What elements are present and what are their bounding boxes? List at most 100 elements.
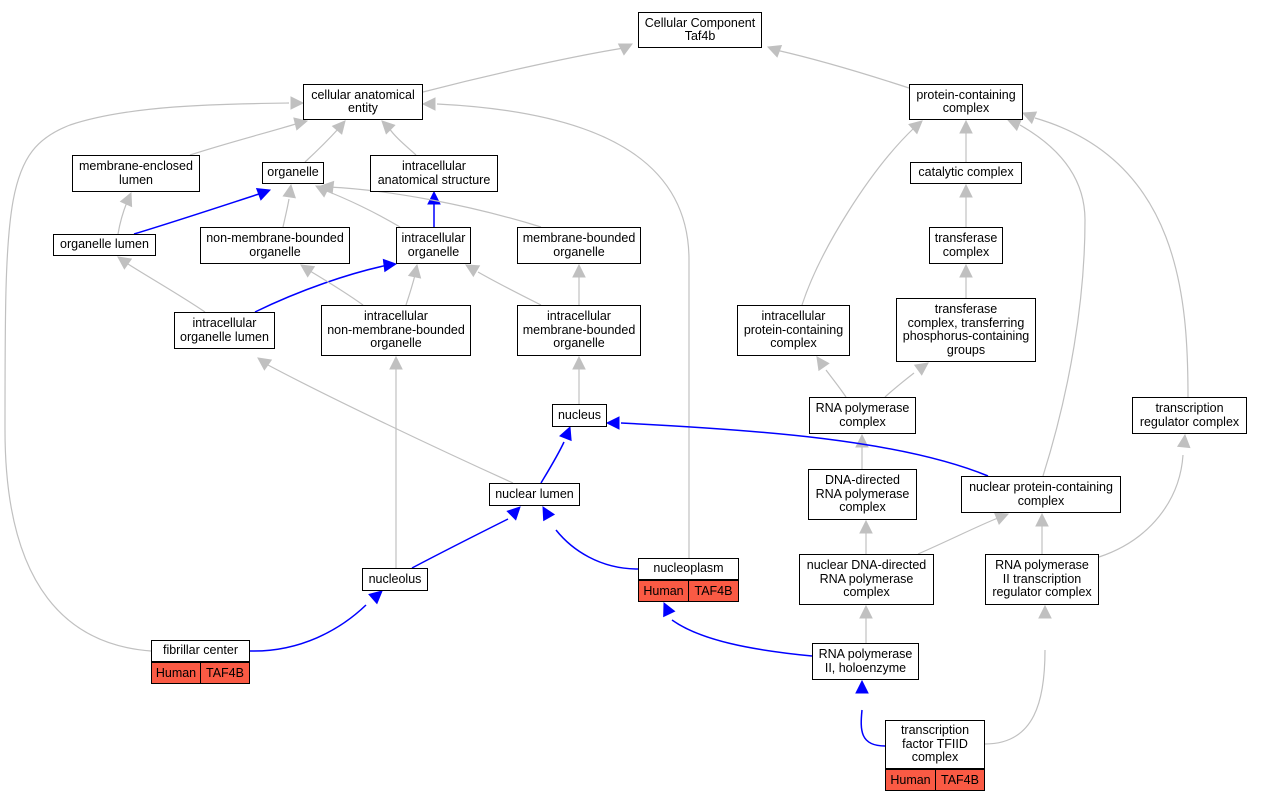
edge-ias-to-cae	[381, 120, 417, 156]
edge-orgl-to-org	[133, 188, 272, 235]
gene-badge[interactable]: TAF4B	[689, 580, 739, 602]
edge-nucleolus-to-nl	[411, 506, 521, 569]
node-intracellular-organelle-lumen[interactable]: intracellular organelle lumen	[174, 312, 275, 349]
node-nucleoplasm[interactable]: nucleoplasm	[638, 558, 739, 580]
arrowhead	[766, 45, 783, 58]
node-cellular-anatomical-entity[interactable]: cellular anatomical entity	[303, 84, 423, 120]
node-rna-polymerase-ii-holoenzyme[interactable]: RNA polymerase II, holoenzyme	[812, 643, 919, 680]
arrowhead	[331, 120, 346, 135]
edge-imbo-to-io	[465, 264, 542, 306]
node-catalytic-complex[interactable]: catalytic complex	[910, 162, 1022, 184]
nucleoplasm-annotation-row: Human TAF4B	[638, 580, 739, 602]
edge-inmbo-to-io	[405, 263, 422, 306]
gene-badge[interactable]: TAF4B	[201, 662, 250, 684]
arrowhead	[282, 183, 296, 199]
node-nucleolus[interactable]: nucleolus	[362, 568, 428, 591]
edge-rp2trc-to-npcc	[1035, 512, 1049, 554]
edge-npl-to-nl	[542, 506, 639, 570]
arrowhead	[959, 183, 973, 198]
arrowhead	[382, 258, 398, 273]
arrowhead	[572, 355, 586, 370]
node-transferase-complex-transferring-phosphorus-containing-groups[interactable]: transferase complex, transferring phosph…	[896, 298, 1036, 362]
arrowhead	[319, 180, 335, 195]
arrowhead	[605, 416, 620, 430]
node-cellular-component-root[interactable]: Cellular Component Taf4b	[638, 12, 762, 48]
node-nucleus[interactable]: nucleus	[552, 404, 607, 427]
arrowhead	[1021, 111, 1038, 125]
arrowhead	[407, 263, 422, 279]
arrowhead	[293, 117, 309, 131]
edge-mbo-to-org	[319, 180, 542, 228]
node-membrane-enclosed-lumen[interactable]: membrane-enclosed lumen	[72, 155, 200, 192]
arrowhead	[559, 425, 572, 442]
species-badge[interactable]: Human	[638, 580, 689, 602]
arrowhead	[993, 512, 1010, 525]
arrowhead	[855, 679, 869, 694]
edge-npl-to-cae	[421, 97, 690, 558]
node-transferase-complex[interactable]: transferase complex	[929, 227, 1003, 264]
species-badge[interactable]: Human	[885, 769, 936, 791]
fibrillar-center-annotation-row: Human TAF4B	[151, 662, 250, 684]
node-nuclear-lumen[interactable]: nuclear lumen	[489, 483, 580, 506]
edge-nddrp-to-ddrp	[859, 519, 873, 554]
edge-pcc-to-root	[766, 45, 910, 89]
arrowhead	[255, 188, 272, 201]
edge-fc-to-cae	[4, 96, 305, 652]
node-intracellular-anatomical-structure[interactable]: intracellular anatomical structure	[370, 155, 498, 192]
arrowhead	[959, 263, 973, 278]
node-membrane-bounded-organelle[interactable]: membrane-bounded organelle	[517, 227, 641, 264]
node-rna-polymerase-complex[interactable]: RNA polymerase complex	[809, 397, 916, 434]
arrowhead	[421, 97, 436, 111]
arrowhead	[257, 357, 273, 371]
edge-nddrp-to-npcc	[917, 512, 1010, 555]
node-transcription-regulator-complex[interactable]: transcription regulator complex	[1132, 397, 1247, 434]
species-badge[interactable]: Human	[151, 662, 201, 684]
edge-holo-to-npl	[663, 601, 813, 657]
edge-rnap-to-tcp	[884, 362, 929, 398]
arrowhead	[427, 190, 441, 205]
edge-cae-to-root	[422, 43, 634, 93]
arrowhead	[859, 519, 873, 534]
node-nuclear-dna-directed-rna-polymerase-complex[interactable]: nuclear DNA-directed RNA polymerase comp…	[799, 554, 934, 605]
arrowhead	[1006, 118, 1023, 132]
edge-nl-to-iol	[257, 357, 514, 484]
arrowhead	[117, 256, 133, 270]
edge-tfiid-to-holo	[855, 679, 886, 747]
node-protein-containing-complex[interactable]: protein-containing complex	[909, 84, 1023, 120]
node-intracellular-membrane-bounded-organelle[interactable]: intracellular membrane-bounded organelle	[517, 305, 641, 356]
node-intracellular-non-membrane-bounded-organelle[interactable]: intracellular non-membrane-bounded organ…	[321, 305, 471, 356]
edge-mel-to-cae	[189, 117, 309, 156]
arrowhead	[959, 119, 973, 134]
arrowhead	[816, 356, 830, 372]
arrowhead	[1038, 604, 1052, 619]
edge-nmbo-to-org	[282, 183, 296, 228]
edge-iol-to-io	[254, 258, 398, 313]
node-dna-directed-rna-polymerase-complex[interactable]: DNA-directed RNA polymerase complex	[808, 469, 917, 520]
arrowhead	[300, 264, 316, 278]
edge-nuc-to-imbo	[572, 355, 586, 404]
node-non-membrane-bounded-organelle[interactable]: non-membrane-bounded organelle	[200, 227, 350, 264]
node-transcription-factor-tfiid-complex[interactable]: transcription factor TFIID complex	[885, 720, 985, 769]
edge-io-to-ias	[427, 190, 441, 227]
arrowhead	[572, 263, 586, 278]
arrowhead	[859, 604, 873, 619]
arrowhead	[465, 264, 481, 278]
arrowhead	[1035, 512, 1049, 527]
node-fibrillar-center[interactable]: fibrillar center	[151, 640, 250, 662]
edge-holo-to-nddrp	[859, 604, 873, 643]
edge-ipcc-to-pcc	[801, 120, 923, 306]
node-rna-polymerase-ii-transcription-regulator-complex[interactable]: RNA polymerase II transcription regulato…	[985, 554, 1099, 605]
node-organelle[interactable]: organelle	[262, 162, 324, 184]
edge-fc-to-nucleolus	[249, 590, 383, 652]
edge-orgl-to-mel	[117, 191, 133, 235]
node-intracellular-protein-containing-complex[interactable]: intracellular protein-containing complex	[737, 305, 850, 356]
edge-rp2trc-to-trc	[1098, 433, 1191, 558]
arrowhead	[381, 120, 396, 135]
node-intracellular-organelle[interactable]: intracellular organelle	[396, 227, 471, 264]
node-nuclear-protein-containing-complex[interactable]: nuclear protein-containing complex	[961, 476, 1121, 513]
gene-badge[interactable]: TAF4B	[936, 769, 985, 791]
edge-imbo-to-mbo	[572, 263, 586, 305]
edge-cat-to-pcc	[959, 119, 973, 162]
node-organelle-lumen[interactable]: organelle lumen	[53, 234, 156, 256]
